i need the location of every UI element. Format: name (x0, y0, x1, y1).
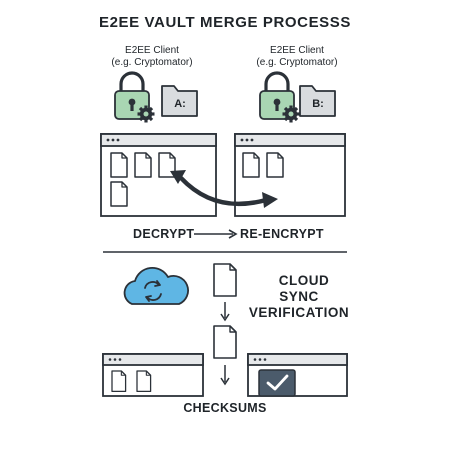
drive-b-label: B: (312, 98, 324, 110)
cloud-label: CLOUD (279, 273, 330, 288)
gear-icon (137, 105, 155, 123)
diagram-title: E2EE VAULT MERGE PROCESSS (99, 14, 351, 31)
document-icon (111, 370, 127, 393)
document-icon (213, 325, 237, 359)
drive-a-label: A: (174, 98, 186, 110)
checksums-label: CHECKSUMS (183, 401, 266, 415)
gear-icon (282, 105, 300, 123)
document-icon (110, 181, 128, 207)
synced-files-window (102, 353, 204, 397)
client-b-name: E2EE Client (270, 45, 324, 56)
client-a-note: (e.g. Cryptomator) (111, 57, 192, 68)
checkmark-icon (258, 369, 296, 397)
client-b-note: (e.g. Cryptomator) (256, 57, 337, 68)
arrow-icon (194, 229, 238, 239)
vault-a-window (100, 133, 217, 217)
decrypt-label: DECRYPT (133, 227, 194, 241)
arrow-down-icon (220, 302, 230, 322)
document-icon (242, 152, 260, 178)
document-icon (213, 263, 237, 297)
folder-icon (161, 85, 198, 117)
merge-arrow-icon (170, 170, 278, 208)
vault-b-window (234, 133, 346, 217)
cloud-sync-icon (123, 267, 189, 305)
sync-label: SYNC (279, 289, 319, 304)
re-encrypt-label: RE-ENCRYPT (240, 227, 324, 241)
arrow-down-icon (220, 365, 230, 386)
document-icon (134, 152, 152, 178)
document-icon (110, 152, 128, 178)
document-icon (266, 152, 284, 178)
verification-label: VERIFICATION (249, 305, 349, 320)
folder-icon (299, 85, 336, 117)
document-icon (136, 370, 152, 393)
client-a-name: E2EE Client (125, 45, 179, 56)
verified-window (247, 353, 348, 397)
